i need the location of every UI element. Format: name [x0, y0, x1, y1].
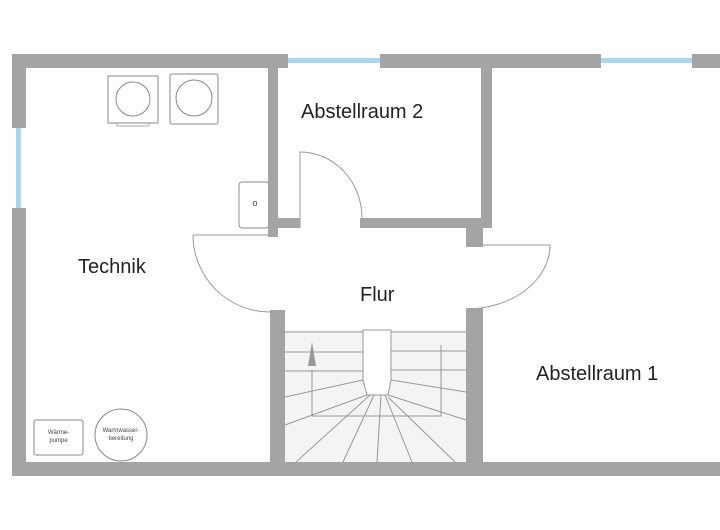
wall-technik-lower [270, 310, 285, 462]
label-warmwasser: Warmwasser- bereitung [102, 428, 140, 442]
wall-top-right [692, 54, 720, 68]
wall-abst2-right [481, 68, 492, 228]
wall-bottom [12, 462, 720, 476]
wall-left-lower [12, 208, 26, 476]
room-label-flur: Flur [360, 284, 395, 306]
dryer [169, 73, 219, 125]
room-label-technik: Technik [78, 256, 146, 278]
door-abstellraum1 [465, 244, 551, 310]
wall-abst1-stub [466, 228, 483, 247]
door-abstellraum2 [299, 151, 363, 228]
window-left [12, 128, 26, 208]
staircase [284, 329, 467, 463]
wall-left-upper [12, 54, 26, 128]
wall-top-left [12, 54, 288, 68]
socket-symbol: o [252, 198, 258, 208]
door-technik [192, 234, 271, 313]
room-label-abstellraum-1: Abstellraum 1 [536, 363, 659, 385]
wall-abst2-stub [278, 218, 300, 228]
stair-direction-arrow-icon [308, 342, 316, 366]
wall-top-middle [380, 54, 601, 68]
room-label-abstellraum-2: Abstellraum 2 [301, 101, 424, 123]
wall-abst1-left [466, 308, 483, 462]
label-waermepumpe: Wärme- pumpe [47, 430, 70, 444]
wall-technik-upper [268, 68, 278, 237]
window-top-2 [601, 54, 692, 68]
heat-pump [33, 419, 84, 456]
wall-abst2-bottom [360, 218, 492, 228]
window-top-1 [288, 54, 380, 68]
water-heater [94, 408, 148, 462]
washing-machine [107, 75, 159, 127]
